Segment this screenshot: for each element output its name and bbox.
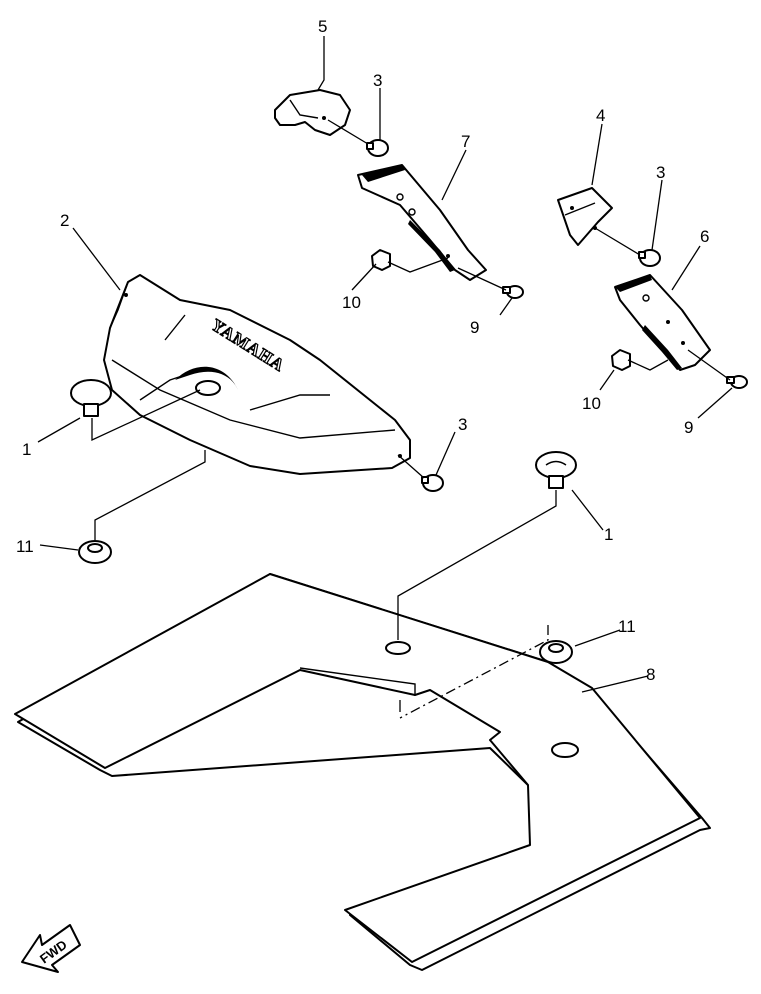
nut-part-10-left bbox=[371, 249, 391, 271]
assembly-lines bbox=[91, 119, 731, 719]
nut-part-10-right bbox=[611, 349, 631, 371]
callout-9-right: 9 bbox=[684, 418, 693, 437]
callout-8: 8 bbox=[646, 665, 655, 684]
callout-6: 6 bbox=[700, 227, 709, 246]
grommet-part-1-right bbox=[535, 451, 577, 489]
callout-9-left: 9 bbox=[470, 318, 479, 337]
grommet-part-1-left bbox=[70, 379, 112, 417]
callout-labels: 5 3 7 4 3 6 2 10 9 10 9 1 3 11 1 11 8 bbox=[16, 17, 709, 684]
fwd-arrow-icon: FWD bbox=[21, 924, 81, 973]
screw-part-3-top bbox=[366, 139, 389, 157]
bolt-part-9-left bbox=[502, 285, 524, 299]
callout-1-right: 1 bbox=[604, 525, 613, 544]
callout-3-right: 3 bbox=[656, 163, 665, 182]
callout-4: 4 bbox=[596, 106, 605, 125]
front-cover-part-2: YAMAHA bbox=[103, 274, 411, 475]
bracket-part-5 bbox=[274, 89, 351, 136]
callout-10-right: 10 bbox=[582, 394, 601, 413]
callout-10-left: 10 bbox=[342, 293, 361, 312]
washer-part-11-right bbox=[539, 640, 573, 664]
callout-3-top: 3 bbox=[373, 71, 382, 90]
callout-3-bottom: 3 bbox=[458, 415, 467, 434]
callout-5: 5 bbox=[318, 17, 327, 36]
plate-part-4 bbox=[557, 187, 613, 246]
screw-part-3-right bbox=[638, 249, 661, 267]
strip-part-6 bbox=[614, 274, 711, 371]
callout-7: 7 bbox=[461, 132, 470, 151]
strip-part-7 bbox=[357, 164, 487, 281]
callout-11-right: 11 bbox=[618, 617, 636, 636]
screw-part-3-bottom bbox=[421, 474, 444, 492]
callout-1-left: 1 bbox=[22, 440, 31, 459]
callout-2: 2 bbox=[60, 211, 69, 230]
base-plate-part-8 bbox=[14, 573, 711, 971]
callout-leaders bbox=[37, 36, 733, 693]
bolt-part-9-right bbox=[726, 375, 748, 389]
washer-part-11-left bbox=[78, 540, 112, 564]
callout-11-left: 11 bbox=[16, 537, 34, 556]
